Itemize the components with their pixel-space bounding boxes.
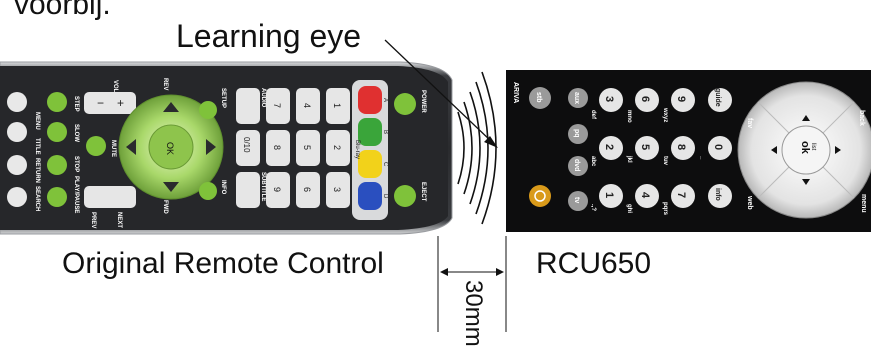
rcu-key-2: 2 [603, 144, 615, 150]
key-9: 9 [272, 187, 282, 192]
bluray-label: Blu-ray [354, 140, 360, 159]
learning-eye-arrow [384, 39, 498, 148]
power-eject-buttons: POWER EJECT [394, 90, 426, 207]
key-0-10: 0/10 [242, 137, 251, 153]
label-audio: AUDIO [260, 88, 266, 108]
nav-fav: fav [746, 118, 753, 128]
label-mute: MUTE [110, 140, 116, 157]
rcu-digit-keys: 3 6 9 2 5 8 0 1 4 7 [599, 88, 732, 208]
letters-underscore: _ [699, 155, 705, 160]
letters-pqrs: pqrs [662, 202, 668, 216]
rcu-nav-ring: ok list fav back web menu [737, 81, 871, 219]
setup-info-buttons: SETUP INFO [199, 88, 226, 200]
rcu-key-9: 9 [675, 96, 687, 102]
key-tv: tv [573, 197, 580, 203]
label-menu: MENU [34, 112, 40, 130]
label-step: STEP [73, 96, 79, 112]
rcu-key-1: 1 [603, 192, 615, 198]
color-key-a: A [382, 98, 388, 102]
rcu-source-keys: stb aux pq dvd tv [529, 87, 588, 211]
letters-tuv: tuv [662, 156, 668, 166]
label-prev: PREV [90, 212, 96, 228]
nav-web: web [746, 195, 753, 210]
color-key-c: C [382, 162, 388, 167]
key-4: 4 [302, 103, 312, 108]
letters-abc: abc [590, 156, 596, 167]
rcu-key-4: 4 [639, 192, 651, 199]
rcu-list-label: list [810, 143, 816, 151]
top-fragment-text: voorbij. [14, 0, 111, 21]
color-key-d: D [382, 194, 388, 199]
letters-def: def [590, 110, 596, 120]
original-number-keys: AUDIO 0/10 SUBTITLE 7 8 9 4 5 6 1 2 3 [236, 88, 350, 208]
original-remote-label: Original Remote Control [62, 247, 384, 280]
key-6: 6 [302, 187, 312, 192]
label-return: RETURN [34, 158, 40, 183]
rcu-key-6: 6 [639, 96, 651, 102]
letters-wxyz: wxyz [662, 107, 668, 122]
learning-eye-label: Learning eye [176, 18, 361, 54]
rcu650-label: RCU650 [536, 247, 651, 280]
key-8: 8 [272, 145, 282, 150]
letters-mno: mno [626, 110, 632, 123]
letters-punct: .,? [590, 204, 596, 211]
key-7: 7 [272, 103, 282, 108]
label-power: POWER [420, 90, 426, 113]
rcu-brand: ARIVA [512, 82, 519, 103]
rcu-guide-info-keys: guide info [708, 88, 732, 208]
label-next: NEXT [116, 212, 122, 228]
label-fwd: FWD [162, 200, 168, 214]
key-stb: stb [535, 92, 542, 103]
left-function-labels: MENU TITLE RETURN SEARCH STEP SLOW STOP … [34, 96, 116, 213]
key-3: 3 [332, 187, 342, 192]
nav-back: back [858, 110, 865, 126]
label-title: TITLE [34, 138, 40, 155]
rcu-key-7: 7 [675, 192, 687, 198]
rcu-letter-labels: def mno wxyz abc jkl tuv _ .,? ghi pqrs [590, 107, 705, 216]
original-remote: MENU TITLE RETURN SEARCH STEP SLOW STOP … [0, 61, 453, 235]
rcu650-remote: ARIVA stb aux pq dvd tv 3 6 9 2 5 8 0 1 … [506, 70, 871, 232]
key-pq: pq [573, 129, 580, 138]
key-2: 2 [332, 145, 342, 150]
label-subtitle: SUBTITLE [260, 172, 266, 201]
letters-ghi: ghi [626, 204, 632, 213]
original-ok-label: OK [165, 142, 175, 155]
key-info: info [714, 188, 721, 201]
rcu-key-3: 3 [603, 96, 615, 102]
left-icon-column [7, 92, 67, 207]
color-key-panel: A B C D Blu-ray [352, 80, 388, 220]
rcu-ok-label: ok [799, 141, 811, 155]
key-1: 1 [332, 103, 342, 108]
key-dvd: dvd [573, 159, 580, 171]
volume-buttons: −+ VOL PREV NEXT [84, 80, 136, 228]
rcu-key-8: 8 [675, 144, 687, 150]
label-setup: SETUP [220, 88, 226, 108]
original-dpad: OK REV FWD [118, 78, 224, 214]
letters-jkl: jkl [626, 155, 632, 163]
label-stop: STOP [73, 156, 79, 172]
svg-text:−: − [97, 96, 104, 110]
key-aux: aux [573, 92, 580, 104]
nav-menu: menu [860, 194, 867, 213]
label-slow: SLOW [73, 124, 79, 142]
label-info: INFO [220, 180, 226, 195]
rcu-key-0: 0 [712, 144, 724, 150]
distance-dimension [437, 236, 507, 332]
distance-label: 30mm [460, 280, 487, 347]
rcu-key-5: 5 [639, 144, 651, 150]
ir-signal-waves [457, 71, 497, 225]
svg-text:+: + [117, 96, 124, 110]
label-eject: EJECT [420, 182, 426, 202]
key-5: 5 [302, 145, 312, 150]
label-play-pause: PLAY/PAUSE [73, 176, 79, 213]
label-vol: VOL [112, 80, 118, 93]
label-rev: REV [162, 78, 168, 90]
key-guide: guide [714, 88, 721, 107]
label-search: SEARCH [34, 186, 40, 211]
color-key-b: B [382, 130, 388, 134]
